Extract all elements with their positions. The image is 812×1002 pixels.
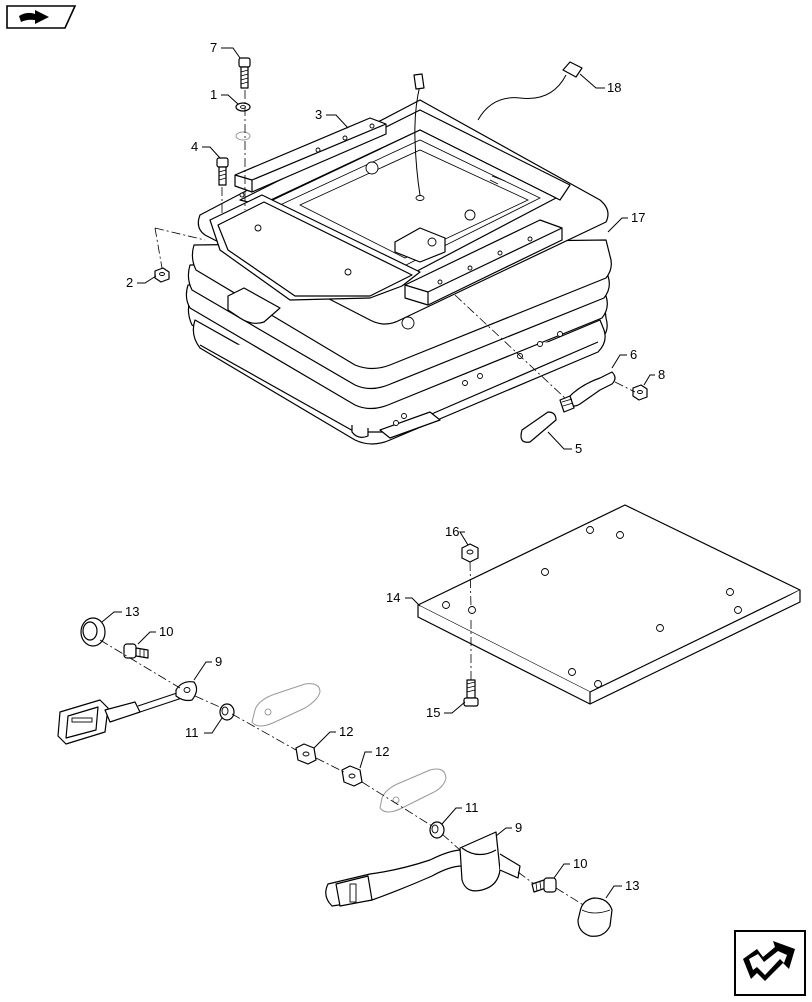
cap-13-left — [80, 617, 106, 647]
callout-18: 18 — [607, 80, 621, 95]
callout-3: 3 — [315, 107, 322, 122]
screw-7 — [238, 57, 251, 89]
callout-5: 5 — [575, 441, 582, 456]
nut-12-a — [295, 743, 317, 765]
screw-4 — [216, 157, 229, 186]
callout-2: 2 — [126, 275, 133, 290]
buckle-9-left — [57, 681, 198, 745]
sleeve-11-right — [429, 821, 445, 839]
callout-10-right: 10 — [573, 856, 587, 871]
lever-6 — [559, 371, 616, 413]
cap-13-right — [577, 897, 613, 937]
callout-10-left: 10 — [159, 624, 173, 639]
callout-6: 6 — [630, 347, 637, 362]
reference-plate-right — [379, 768, 447, 813]
nut-12-b — [341, 765, 363, 787]
reference-plate-left — [251, 683, 321, 727]
next-page-arrow-icon[interactable] — [733, 929, 807, 997]
callout-13-right: 13 — [625, 878, 639, 893]
screw-15 — [463, 679, 479, 707]
callout-15: 15 — [426, 705, 440, 720]
mounting-plate-14 — [417, 504, 801, 705]
bolt-10-right — [531, 877, 557, 893]
callout-9-right: 9 — [515, 820, 522, 835]
callout-12-b: 12 — [375, 744, 389, 759]
knob-5 — [520, 411, 557, 443]
callout-14: 14 — [386, 590, 400, 605]
callout-16: 16 — [445, 524, 459, 539]
callout-7: 7 — [210, 40, 217, 55]
callout-12-a: 12 — [339, 724, 353, 739]
belt-strap-9-right — [325, 831, 521, 907]
callout-1: 1 — [210, 87, 217, 102]
bolt-10-left — [123, 643, 149, 659]
callout-9-left: 9 — [215, 654, 222, 669]
callout-8: 8 — [658, 367, 665, 382]
forward-arrow-icon[interactable] — [5, 4, 77, 30]
callout-4: 4 — [191, 139, 198, 154]
callout-leaders — [101, 47, 655, 899]
seat-assembly — [185, 61, 612, 445]
nut-16 — [461, 543, 479, 563]
sleeve-11-left — [219, 703, 235, 721]
callout-11-right: 11 — [465, 800, 479, 815]
callout-13-left: 13 — [125, 604, 139, 619]
nut-8 — [632, 384, 648, 401]
callout-11-left: 11 — [185, 725, 199, 740]
nut-2 — [154, 267, 170, 283]
callout-17: 17 — [631, 210, 645, 225]
